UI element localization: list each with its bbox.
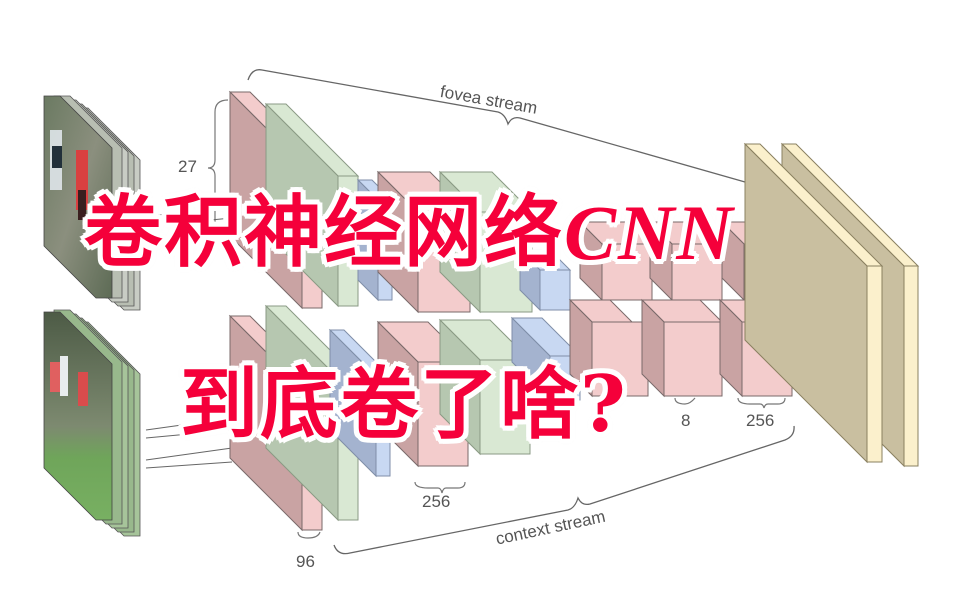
title-line-1: 卷积神经网络CNN bbox=[84, 188, 735, 278]
title-cnn-part: CNN bbox=[564, 189, 735, 276]
fovea-stream-brace bbox=[247, 69, 746, 183]
dim-label-384-partial: 8 bbox=[681, 411, 691, 430]
dim-label-256-fovea: 256 bbox=[746, 411, 775, 430]
dim-label-256-context: 256 bbox=[422, 492, 451, 511]
title-line-2: 到底卷了啥? bbox=[180, 359, 628, 450]
dim-label-27: 27 bbox=[178, 157, 197, 176]
context-input-frames bbox=[43, 309, 141, 537]
dim-label-96: 96 bbox=[296, 552, 315, 571]
title-chinese-part: 卷积神经网络 bbox=[84, 187, 565, 278]
fully-connected-layers bbox=[743, 142, 920, 468]
context-stream-brace bbox=[333, 425, 795, 555]
fovea-input-frames bbox=[43, 95, 141, 311]
